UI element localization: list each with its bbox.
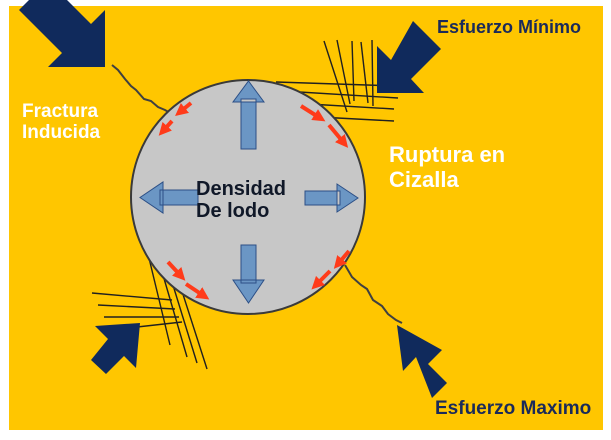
mud-density-label-line2: De lodo xyxy=(196,200,270,223)
stress-arrow-bottom-left-icon xyxy=(91,323,140,374)
shear-arrow-upper-right-icon xyxy=(299,104,326,122)
mud-pressure-arrows xyxy=(139,80,359,304)
shear-arrow-lower-right-icon xyxy=(333,249,351,269)
mud-arrow-down-icon xyxy=(232,244,265,304)
shear-arrow-upper-left-icon xyxy=(175,101,193,117)
induced-fracture-label-line2: Inducida xyxy=(22,122,101,144)
mud-density-label: Densidad De lodo xyxy=(196,178,286,223)
stress-arrow-top-right-icon xyxy=(377,21,441,93)
shear-rupture-label-line2: Cizalla xyxy=(389,166,459,192)
shear-arrow-upper-right-b-icon xyxy=(327,123,349,148)
shear-rupture-label: Ruptura en Cizalla xyxy=(389,142,506,192)
mud-arrow-left-icon xyxy=(139,181,199,214)
stress-arrow-bottom-right-icon xyxy=(397,325,447,398)
stress-arrows xyxy=(19,0,447,398)
shear-arrow-upper-left-b-icon xyxy=(158,119,174,136)
mud-density-label-line1: Densidad xyxy=(196,178,287,200)
induced-fracture-label: Fractura Inducida xyxy=(22,101,100,144)
shear-arrow-lower-left-icon xyxy=(166,260,186,281)
induced-fracture-label-line1: Fractura xyxy=(22,101,99,122)
min-stress-label: Esfuerzo Mínimo xyxy=(437,17,582,37)
stress-arrow-top-left-icon xyxy=(19,0,105,67)
mud-arrow-right-icon xyxy=(304,183,359,213)
max-stress-label: Esfuerzo Maximo xyxy=(435,398,592,419)
shear-arrows xyxy=(158,101,351,300)
borehole-circle xyxy=(130,79,366,315)
induced-fracture-crack-upper xyxy=(111,64,173,115)
shear-arrow-lower-right-b-icon xyxy=(311,269,332,290)
mud-arrow-up-icon xyxy=(232,80,265,150)
shear-arrow-lower-left-b-icon xyxy=(184,282,210,300)
shear-fractures-upper xyxy=(275,39,399,122)
shear-rupture-label-line1: Ruptura en xyxy=(389,142,506,167)
induced-fracture-crack-lower xyxy=(344,264,403,324)
